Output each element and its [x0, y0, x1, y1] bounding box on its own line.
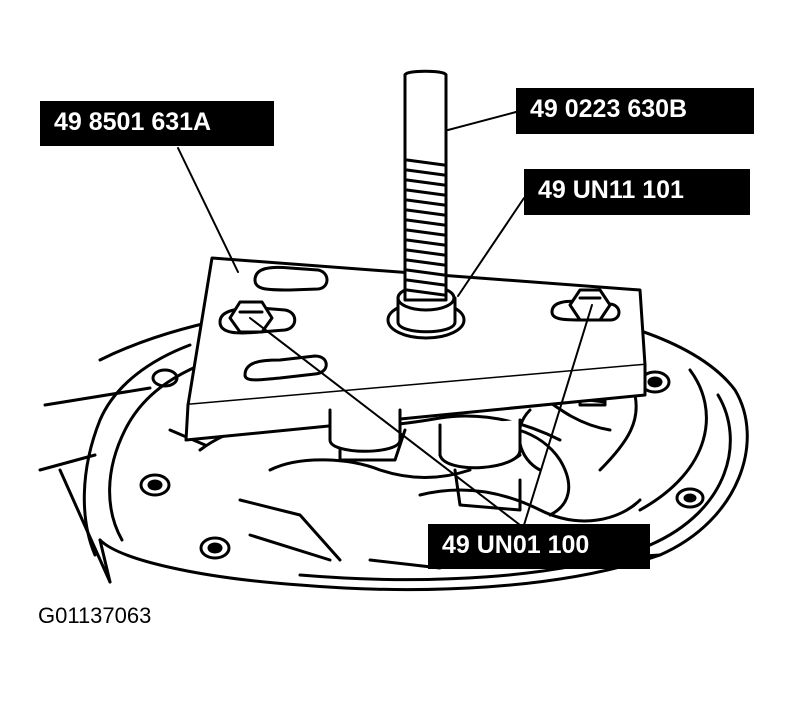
flange-bolt-holes: [139, 368, 705, 560]
adapter-part-label: 49 UN01 100: [428, 524, 650, 569]
forcing-screw: [403, 69, 448, 302]
leader-nut: [457, 197, 525, 297]
leader-adapter-right: [523, 304, 593, 526]
leader-plate: [177, 147, 239, 273]
plate-bolt-heads: [228, 288, 612, 334]
screw-part-label: 49 0223 630B: [516, 88, 754, 134]
leader-screw: [447, 111, 517, 131]
leader-adapter-left: [249, 317, 521, 526]
nut-part-label: 49 UN11 101: [524, 169, 750, 215]
leader-lines: [177, 111, 593, 526]
figure-id: G01137063: [38, 603, 152, 628]
plate-part-label: 49 8501 631A: [40, 101, 274, 146]
